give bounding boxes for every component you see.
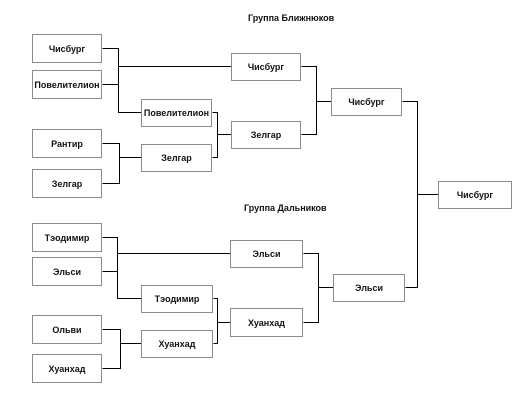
far-semis-slot-1: Эльси bbox=[230, 240, 303, 268]
connector-near-r2-feed bbox=[102, 84, 142, 113]
connector-far-r1-top bbox=[102, 237, 231, 272]
connector-near-r1-top bbox=[102, 48, 232, 85]
far-round1-slot-4: Хуанхад bbox=[32, 354, 102, 383]
connector-near-semis bbox=[301, 66, 332, 135]
near-semis-slot-1: Чисбург bbox=[231, 53, 301, 81]
far-round2-slot-2: Хуанхад bbox=[141, 330, 213, 358]
connector-far-r1-bottom bbox=[102, 329, 142, 369]
far-round2-slot-1: Тэодимир bbox=[141, 285, 213, 313]
far-round1-slot-3: Ольви bbox=[32, 315, 102, 344]
near-round1-slot-1: Чисбург bbox=[32, 34, 102, 63]
champion-box: Чисбург bbox=[438, 181, 512, 209]
connector-near-r1-bottom bbox=[102, 143, 142, 184]
connector-final bbox=[402, 101, 439, 288]
connector-near-r2 bbox=[212, 112, 232, 158]
connector-far-r2 bbox=[213, 298, 231, 344]
far-round1-slot-1: Тэодимир bbox=[32, 223, 102, 252]
connector-far-semis bbox=[303, 253, 334, 323]
near-round1-slot-2: Повелителион bbox=[32, 70, 102, 99]
group-title-near: Группа Ближнюков bbox=[248, 13, 335, 23]
near-semis-slot-2: Зелгар bbox=[231, 121, 301, 149]
far-semis-slot-2: Хуанхад bbox=[230, 308, 303, 337]
far-group-winner: Эльси bbox=[333, 274, 405, 302]
near-round1-slot-3: Рантир bbox=[32, 129, 102, 158]
near-round2-slot-1: Повелителион bbox=[141, 99, 212, 127]
group-title-far: Группа Дальников bbox=[244, 203, 327, 213]
near-group-winner: Чисбург bbox=[331, 88, 402, 116]
connector-far-r1-mid bbox=[117, 253, 142, 299]
near-round2-slot-2: Зелгар bbox=[141, 144, 212, 172]
near-round1-slot-4: Зелгар bbox=[32, 169, 102, 198]
far-round1-slot-2: Эльси bbox=[32, 257, 102, 286]
